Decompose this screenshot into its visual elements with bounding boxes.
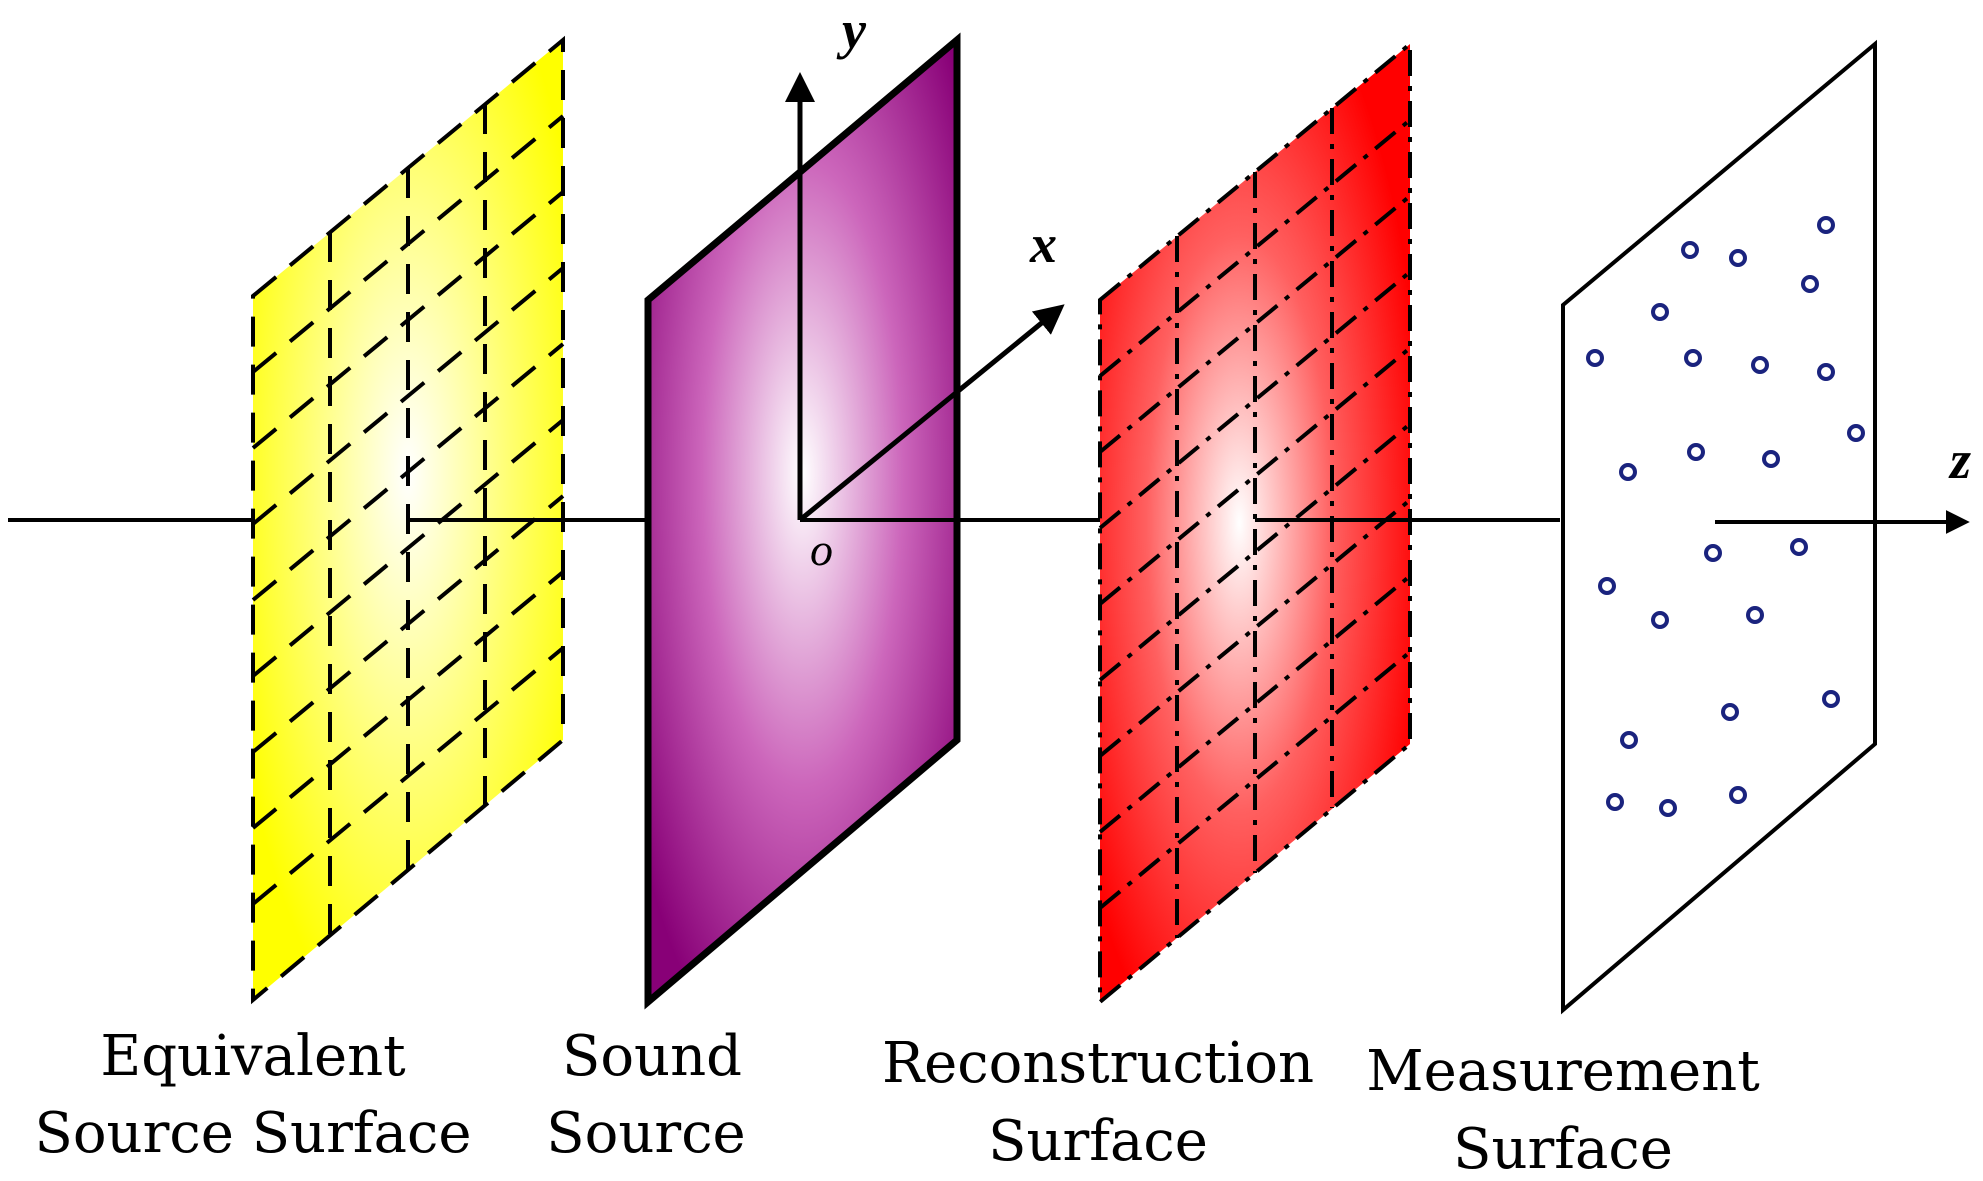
x-axis-label: x [1029, 214, 1057, 274]
measurement-point [1598, 577, 1616, 595]
measurement-point [1651, 303, 1669, 321]
measurement-point [1790, 538, 1808, 556]
measurement-point [1801, 275, 1819, 293]
measurement-point [1620, 731, 1638, 749]
reconstruction-surface [1098, 39, 1412, 1007]
measurement-point [1684, 349, 1702, 367]
reconstruction-label-line2: Surface [988, 1109, 1208, 1174]
measurement-point [1704, 544, 1722, 562]
equivalent-source-label-line2: Source Surface [34, 1101, 471, 1166]
measurement-point [1681, 241, 1699, 259]
measurement-point [1606, 793, 1624, 811]
measurement-label-line2: Surface [1453, 1117, 1673, 1181]
measurement-point [1586, 349, 1604, 367]
measurement-point [1822, 690, 1840, 708]
measurement-point [1762, 450, 1780, 468]
equivalent-source-grid [251, 104, 565, 935]
measurement-point [1729, 786, 1747, 804]
measurement-plane [1561, 39, 1877, 1015]
z-axis-label: z [1948, 430, 1971, 490]
sound-source-label-line1: Sound [562, 1024, 742, 1089]
reconstruction-label-line1: Reconstruction [882, 1031, 1314, 1096]
sound-source-label-line2: Source [546, 1101, 745, 1166]
measurement-point [1721, 703, 1739, 721]
measurement-point [1817, 216, 1835, 234]
measurement-label-line1: Measurement [1366, 1039, 1760, 1104]
measurement-point [1659, 799, 1677, 817]
measurement-point [1751, 356, 1769, 374]
equivalent-source-label-line1: Equivalent [100, 1024, 406, 1089]
y-axis-label: y [836, 0, 867, 60]
measurement-surface [1561, 39, 1877, 1015]
measurement-point [1651, 611, 1669, 629]
x-axis-line [798, 304, 1065, 522]
measurement-point [1817, 363, 1835, 381]
measurement-point [1687, 443, 1705, 461]
origin-label: o [810, 524, 833, 575]
reconstruction-grid [1098, 108, 1412, 938]
measurement-point [1847, 424, 1865, 442]
measurement-points [1586, 216, 1865, 817]
measurement-point [1746, 606, 1764, 624]
measurement-point [1729, 249, 1747, 267]
measurement-point [1619, 463, 1637, 481]
